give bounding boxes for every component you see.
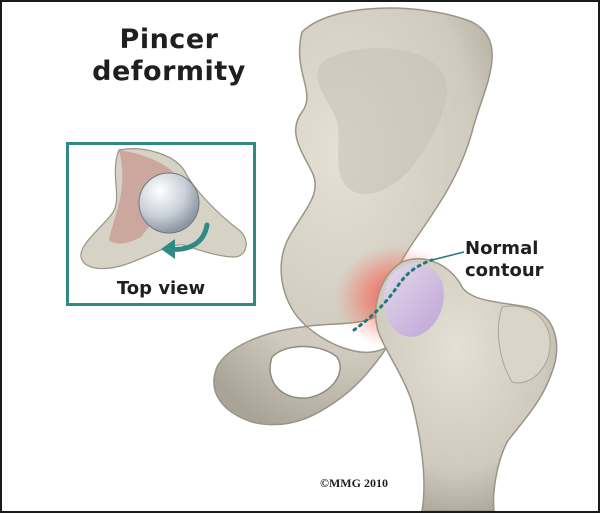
- callout-line-2: contour: [465, 260, 575, 282]
- inset-caption: Top view: [69, 278, 253, 299]
- diagram-title: Pincer deformity: [84, 24, 254, 88]
- top-view-inset: Top view: [66, 142, 256, 306]
- title-line-1: Pincer: [84, 24, 254, 56]
- callout-leader-line: [432, 252, 464, 260]
- inset-femoral-head: [139, 173, 199, 233]
- normal-contour-callout: Normal contour: [465, 238, 575, 282]
- callout-line-1: Normal: [465, 238, 575, 260]
- title-line-2: deformity: [84, 56, 254, 88]
- copyright-notice: ©MMG 2010: [320, 476, 388, 491]
